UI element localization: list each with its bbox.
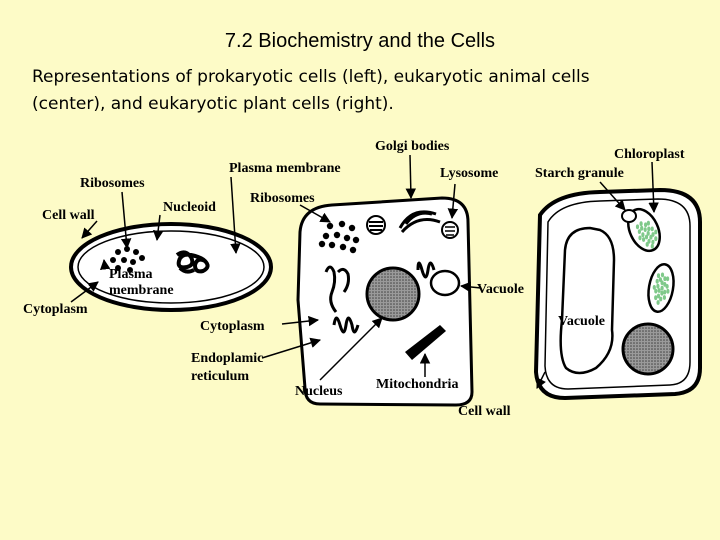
grana-dot (656, 273, 661, 279)
label-endoplasmic-2: reticulum (191, 369, 249, 384)
label-cell-wall-right: Cell wall (458, 404, 511, 419)
grana-dot (651, 239, 655, 245)
grana-dot (654, 229, 658, 235)
grana-dot (658, 277, 663, 282)
grana-dot (644, 222, 648, 228)
grana-dot (635, 224, 640, 230)
golgi-body-round (366, 215, 386, 235)
golgi-bodies (398, 210, 441, 234)
animal-ribosomes (318, 220, 360, 254)
mitochondria (405, 325, 446, 360)
label-mitochondria: Mitochondria (376, 377, 458, 392)
grana-dot (660, 290, 664, 296)
chloroplast-top (621, 207, 661, 253)
grana-dot (655, 278, 659, 284)
label-ribosomes-center: Ribosomes (250, 191, 315, 206)
label-plasma-left-2: membrane (109, 283, 174, 298)
grana-dot (650, 226, 654, 232)
plant-nucleus (621, 322, 675, 376)
grana-dot (651, 232, 655, 237)
label-endoplasmic-1: Endoplamic (191, 351, 263, 366)
animal-cell (296, 196, 474, 407)
plant-cell (533, 187, 702, 401)
grana-dot (657, 288, 661, 293)
grana-dot (660, 285, 664, 291)
page-title: 7.2 Biochemistry and the Cells (224, 30, 496, 52)
subtitle-line-2: (center), and eukaryotic plant cells (ri… (32, 94, 394, 114)
label-chloroplast: Chloroplast (614, 147, 685, 162)
grana-dot (642, 237, 646, 242)
grana-dot (654, 295, 658, 301)
label-nucleus: Nucleus (295, 384, 343, 399)
label-vacuole-right: Vacuole (558, 314, 605, 329)
grana-dot (639, 221, 643, 227)
page-subtitle: Representations of prokaryotic cells (le… (32, 64, 702, 118)
grana-dot (646, 220, 651, 226)
grana-dot (652, 285, 656, 290)
grana-dot (666, 288, 670, 294)
grana-dot (656, 293, 661, 299)
label-vacuole-center: Vacuole (477, 282, 524, 297)
grana-dot (662, 295, 667, 300)
grana-dot (638, 235, 642, 241)
nucleus (365, 266, 421, 322)
grana-dot (656, 283, 660, 289)
grana-dot (656, 300, 660, 305)
grana-dot (650, 243, 654, 249)
label-starch-granule: Starch granule (535, 166, 624, 181)
lysosome (441, 221, 459, 239)
grana-dot (647, 226, 651, 232)
grana-dot (641, 232, 645, 238)
grana-dot (665, 284, 669, 289)
nucleoid-dna (175, 250, 210, 274)
grana-dot (660, 272, 665, 278)
grana-dot (663, 289, 667, 295)
grana-dot (643, 227, 647, 233)
label-lysosome: Lysosome (440, 166, 498, 181)
grana-dot (654, 236, 658, 242)
labels: Ribosomes Cell wall Nucleoid Plasma memb… (23, 139, 685, 419)
label-plasma-left-1: Plasma (109, 267, 153, 282)
label-golgi-bodies: Golgi bodies (375, 139, 450, 154)
label-cell-wall-left: Cell wall (42, 208, 95, 223)
grana-dot (637, 229, 642, 235)
label-ribosomes-left: Ribosomes (80, 176, 145, 191)
grana-dot (649, 234, 653, 240)
label-nucleoid: Nucleoid (163, 200, 216, 215)
smooth-er (324, 261, 436, 334)
chloroplast-bottom (647, 263, 675, 313)
label-plasma-membrane-center: Plasma membrane (229, 161, 341, 176)
grana-dot (663, 276, 667, 282)
central-vacuole (559, 226, 616, 375)
grana-dot (654, 288, 658, 294)
grana-dot (647, 238, 651, 244)
grana-dot (644, 234, 649, 240)
grana-dot (640, 225, 644, 231)
grana-dot (646, 231, 650, 236)
grana-dot (666, 276, 670, 282)
label-cytoplasm-left: Cytoplasm (23, 302, 88, 317)
grana-dot (645, 242, 649, 247)
grana-dot (659, 296, 663, 302)
arrows (70, 154, 659, 389)
grana-dot (660, 280, 664, 286)
vacuole-center (429, 269, 461, 297)
label-cytoplasm-center: Cytoplasm (200, 319, 265, 334)
subtitle-line-1: Representations of prokaryotic cells (le… (32, 67, 590, 87)
